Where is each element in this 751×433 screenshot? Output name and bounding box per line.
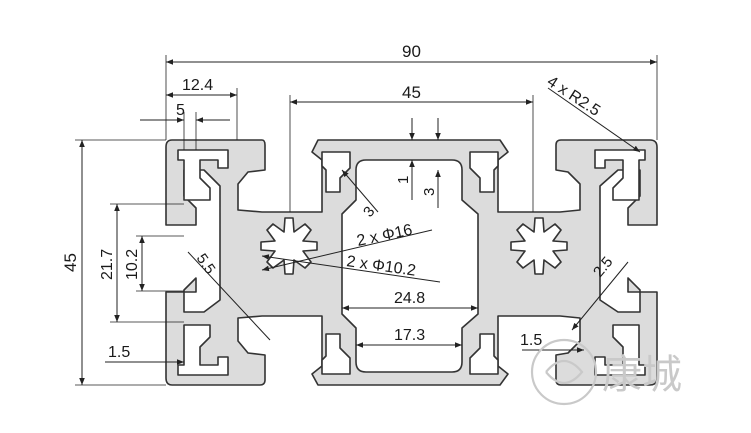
dim-corner-radius: 4 x R2.5 <box>544 73 603 120</box>
dim-wall-1-5-right: 1.5 <box>520 332 542 349</box>
right-core-hole <box>510 217 568 275</box>
center-cavity <box>341 159 479 373</box>
slot-bottom-mid-right <box>469 333 499 375</box>
dim-slot-opening: 5 <box>176 102 185 119</box>
dim-inner-width: 45 <box>402 83 421 102</box>
dim-wall-1-5-left: 1.5 <box>108 344 130 361</box>
slot-top-right <box>594 149 646 201</box>
dim-top-wall-3: 3 <box>421 188 438 196</box>
slot-top-mid-right <box>469 151 499 193</box>
slot-bottom-mid-left <box>321 333 351 375</box>
slot-top-mid-left <box>321 151 351 193</box>
watermark-logo-swirl <box>545 359 584 385</box>
dim-overall-height: 45 <box>61 253 80 272</box>
dim-slot-outer-width: 12.4 <box>182 77 213 94</box>
dim-slot-height: 10.2 <box>124 249 141 280</box>
dim-wall-5-5: 5.5 <box>193 251 219 278</box>
dimension-lines <box>75 55 658 386</box>
dim-inner-height: 21.7 <box>99 249 116 280</box>
dim-top-wall-1: 1 <box>395 176 412 184</box>
slot-top-left <box>177 149 229 201</box>
slot-bottom-left <box>177 324 229 376</box>
watermark-text: 康城 <box>602 353 682 397</box>
dim-overall-width: 90 <box>402 42 421 61</box>
slot-bottom-right <box>594 324 646 376</box>
watermark-logo-icon <box>530 338 598 406</box>
dim-cavity-bottom: 17.3 <box>394 327 425 344</box>
dim-cavity-width: 24.8 <box>394 290 425 307</box>
watermark: 康城 <box>530 338 682 406</box>
